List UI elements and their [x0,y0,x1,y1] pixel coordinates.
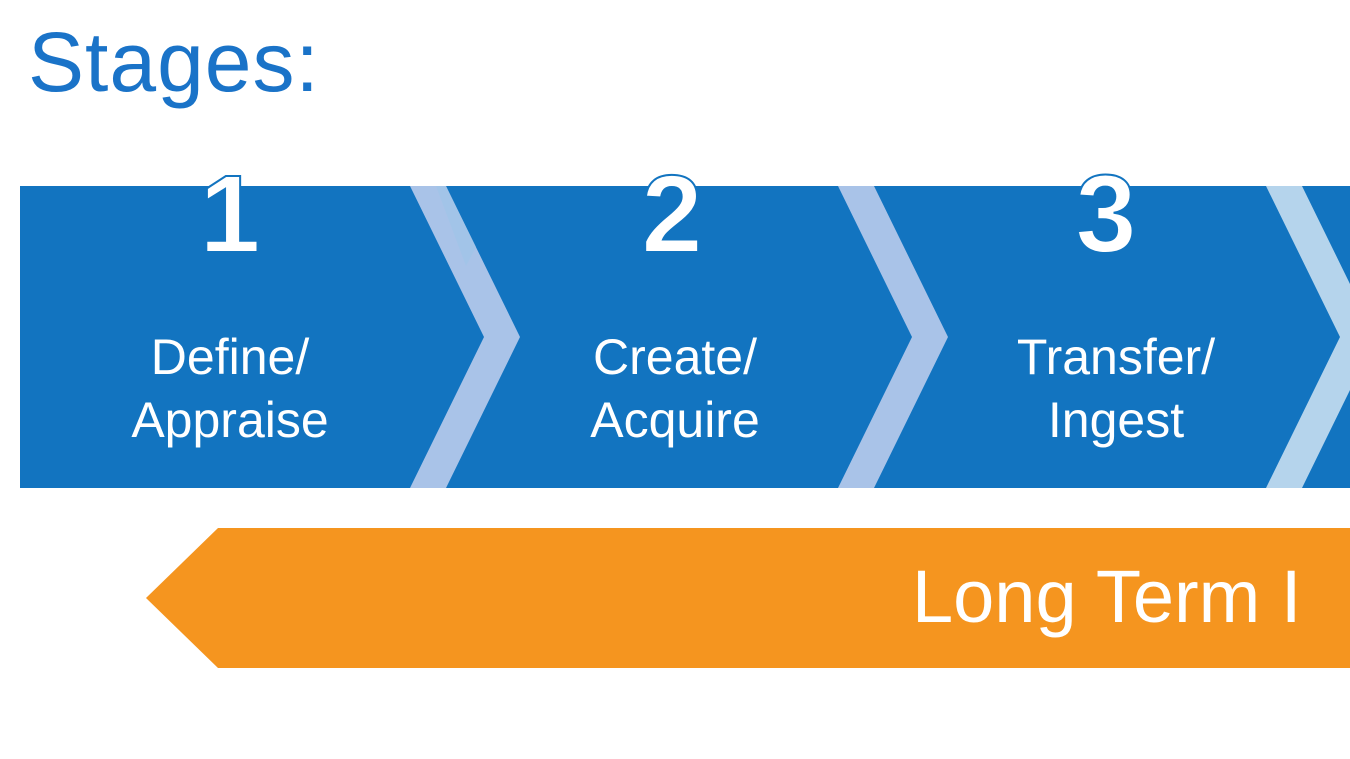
stage-1-label-line1: Define/ [150,329,310,385]
stage-1-label-line2: Appraise [131,392,329,448]
stage-2-label-line1: Create/ [593,329,757,385]
page-title: Stages: [28,15,320,109]
stage-3-label-line1: Transfer/ [1016,329,1216,385]
long-term-arrow-label: Long Term I [912,555,1302,638]
stage-1-label: Define/ Appraise [100,326,360,452]
stage-2-label: Create/ Acquire [545,326,805,452]
stage-1-number: 1 [198,153,261,276]
stage-3-label-line2: Ingest [1047,392,1185,448]
stage-3-number: 3 [1074,153,1137,276]
chevron-separator-3 [1266,186,1350,488]
chevron-separator-2 [838,186,948,488]
stage-3-label: Transfer/ Ingest [986,326,1246,452]
stages-band [20,186,1350,488]
stage-2-number: 2 [640,153,703,276]
stage-2-label-line2: Acquire [590,392,760,448]
chevron-separator-1 [410,186,520,488]
long-term-arrow [146,528,1350,668]
